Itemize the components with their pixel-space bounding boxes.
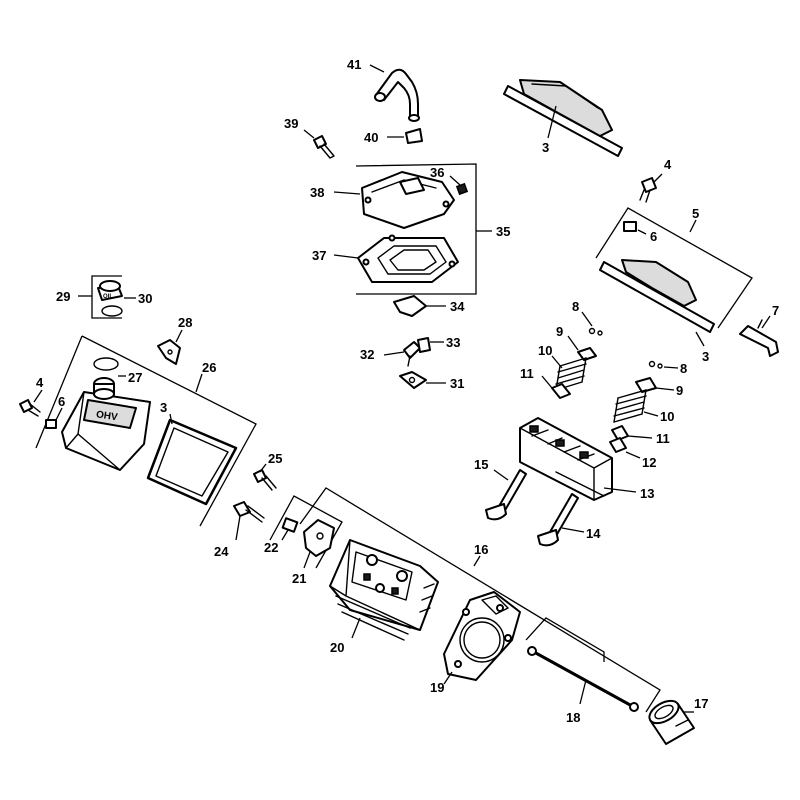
part-8-keepers-upper	[588, 327, 603, 336]
part-8-keepers-lower	[648, 360, 663, 369]
part-38-breather-cover	[361, 171, 455, 229]
callout-24: 24	[214, 544, 229, 559]
part-28-clip	[157, 339, 181, 365]
part-4-bolt-right	[639, 177, 657, 203]
callout-31: 31	[450, 376, 464, 391]
cover-emboss-ohv: OHV	[95, 409, 118, 423]
part-29-oil-cap: OIL	[97, 280, 123, 301]
part-39-bolt	[313, 135, 335, 159]
part-24-stud	[233, 501, 265, 523]
callout-32: 32	[360, 347, 374, 362]
callout-4-left: 4	[36, 375, 44, 390]
callout-40: 40	[364, 130, 378, 145]
part-9-retainer-upper	[577, 347, 597, 361]
callout-15: 15	[474, 457, 488, 472]
part-12-seal	[609, 437, 627, 453]
callout-34: 34	[450, 299, 465, 314]
part-10-spring-lower	[613, 389, 647, 423]
callout-3-top: 3	[542, 140, 549, 155]
callout-18: 18	[566, 710, 580, 725]
part-30-oring	[101, 305, 123, 317]
bracket-29	[91, 275, 122, 319]
callout-9-upper: 9	[556, 324, 563, 339]
callout-6-left: 6	[58, 394, 65, 409]
callout-21: 21	[292, 571, 306, 586]
callout-22: 22	[264, 540, 278, 555]
callout-26: 26	[202, 360, 216, 375]
part-17-lifter	[648, 699, 695, 745]
callout-3-right: 3	[702, 349, 709, 364]
part-34-filter	[393, 295, 427, 317]
bracket-26	[35, 335, 257, 527]
callout-37: 37	[312, 248, 326, 263]
callout-7: 7	[772, 303, 779, 318]
part-3-gasket-left	[146, 418, 238, 506]
callout-10-upper: 10	[538, 343, 552, 358]
callout-12: 12	[642, 455, 656, 470]
callout-11-upper: 11	[520, 366, 534, 381]
callout-27: 27	[128, 370, 142, 385]
callout-14: 14	[586, 526, 601, 541]
callout-41: 41	[347, 57, 361, 72]
callout-29: 29	[56, 289, 70, 304]
callout-4-right: 4	[664, 157, 672, 172]
callout-10-lower: 10	[660, 409, 674, 424]
callout-5: 5	[692, 206, 699, 221]
part-7-lifting-bracket	[739, 319, 779, 357]
part-15-valve	[485, 469, 527, 521]
part-3-gasket-right	[599, 259, 715, 333]
callout-20: 20	[330, 640, 344, 655]
bracket-18	[525, 617, 605, 662]
callout-16: 16	[474, 542, 488, 557]
callout-9-lower: 9	[676, 383, 683, 398]
callout-25: 25	[268, 451, 282, 466]
part-26-valve-cover: OHV	[61, 377, 151, 471]
callout-33: 33	[446, 335, 460, 350]
part-37-breather-plate	[357, 234, 459, 283]
part-41-breather-tube	[374, 68, 420, 122]
part-19-head-gasket	[443, 591, 521, 681]
part-31-washer	[399, 371, 427, 389]
part-11-seal-upper	[551, 383, 571, 399]
part-27-oring	[93, 357, 119, 371]
oil-cap-emboss: OIL	[103, 294, 113, 300]
callout-30: 30	[138, 291, 152, 306]
part-25-bolt	[253, 469, 277, 491]
part-36-screw	[455, 182, 469, 196]
callout-6-right: 6	[650, 229, 657, 244]
callout-8-lower: 8	[680, 361, 687, 376]
callout-19: 19	[430, 680, 444, 695]
part-18-push-rod	[527, 646, 639, 712]
callout-36: 36	[430, 165, 444, 180]
part-32-clamp	[403, 341, 421, 367]
callout-39: 39	[284, 116, 298, 131]
callout-35: 35	[496, 224, 510, 239]
part-22-pivot	[281, 517, 299, 533]
part-40-grommet	[405, 128, 423, 144]
part-3-gasket-top	[503, 79, 623, 157]
callout-38: 38	[310, 185, 324, 200]
bracket-16	[299, 487, 661, 713]
part-13-rocker-assembly	[519, 417, 613, 501]
callout-8-upper: 8	[572, 299, 579, 314]
part-14-valve	[537, 493, 579, 547]
bracket-35	[355, 163, 477, 295]
part-21-rocker-arm	[303, 519, 335, 557]
part-4-bolt-left	[19, 399, 41, 417]
callout-28: 28	[178, 315, 192, 330]
callout-3-left: 3	[160, 400, 167, 415]
part-33-fitting	[417, 337, 431, 353]
part-20-cylinder-head	[329, 539, 439, 641]
part-6-grommet-left	[45, 419, 57, 429]
callout-17: 17	[694, 696, 708, 711]
bracket-5	[595, 207, 753, 329]
callout-13: 13	[640, 486, 654, 501]
callout-11-lower: 11	[656, 431, 670, 446]
part-6-grommet-right	[623, 221, 637, 232]
